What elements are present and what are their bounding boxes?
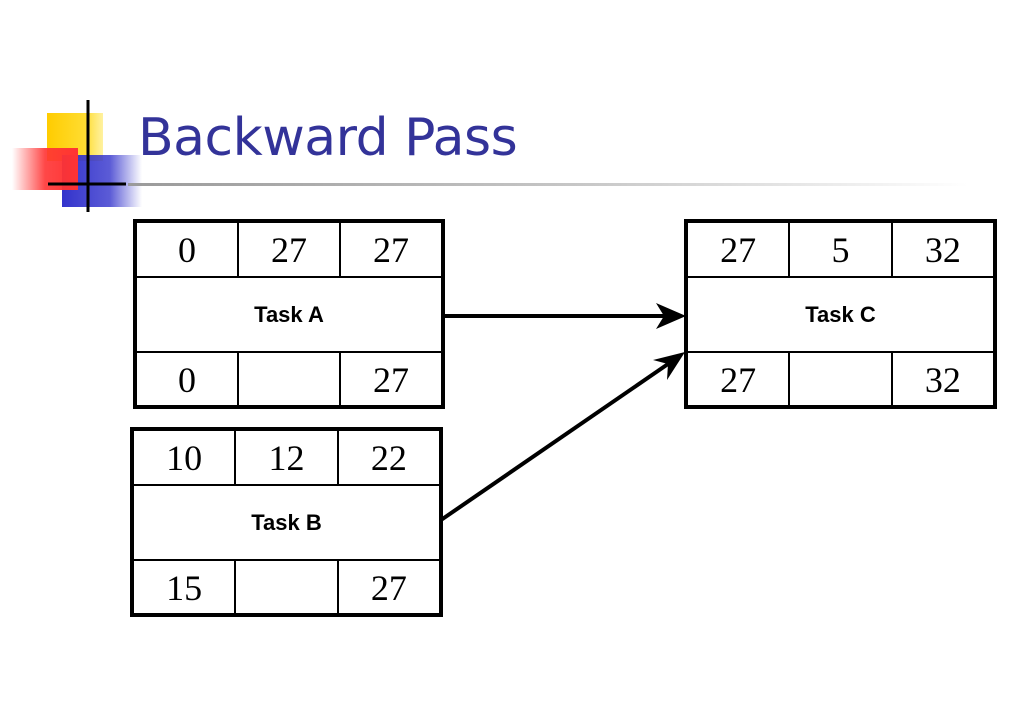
late-start: 15 <box>166 568 203 608</box>
duration: 27 <box>237 223 339 276</box>
late-finish: 27 <box>339 353 441 407</box>
early-start: 27 <box>720 229 757 270</box>
early-start: 10 <box>166 437 203 478</box>
slide-title: Backward Pass <box>138 108 518 168</box>
early-finish: 27 <box>339 223 441 276</box>
task-name: Task B <box>251 509 322 535</box>
late-start: 27 <box>720 360 757 400</box>
task-name: Task C <box>805 301 876 327</box>
late-finish: 32 <box>890 353 993 407</box>
task-name: Task A <box>254 301 324 327</box>
slack <box>234 561 336 615</box>
task-node-c: 27 5 32 Task C 27 32 <box>684 219 997 409</box>
task-node-b: 10 12 22 Task B 15 27 <box>130 427 443 617</box>
duration: 5 <box>788 223 890 276</box>
title-underline <box>128 183 968 186</box>
arrow-a-to-c <box>443 303 686 329</box>
late-start: 0 <box>178 360 196 400</box>
slack <box>788 353 890 407</box>
early-finish: 22 <box>336 431 439 484</box>
early-finish: 32 <box>890 223 993 276</box>
slack <box>237 353 339 407</box>
task-node-a: 0 27 27 Task A 0 27 <box>133 219 445 409</box>
arrow-b-to-c <box>439 352 685 522</box>
duration: 12 <box>234 431 336 484</box>
early-start: 0 <box>178 229 196 270</box>
late-finish: 27 <box>336 561 439 615</box>
